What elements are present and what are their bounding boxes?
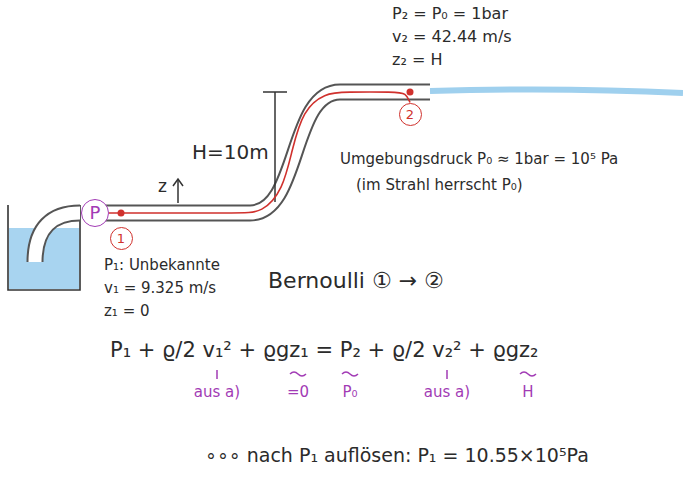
pump-symbol: P <box>81 199 109 227</box>
annotation-ticks <box>217 370 536 379</box>
node-text: 1 <box>117 232 125 245</box>
point-dot <box>407 89 414 96</box>
annotation: aus a) <box>194 383 240 401</box>
annotation: H <box>522 383 533 401</box>
point-marker: 1 <box>110 227 133 250</box>
water-jet <box>430 89 683 93</box>
dimension-label: H=10m <box>192 140 269 164</box>
equation: P₁ + ϱ/2 v₁² + ϱgz₁ = P₂ + ϱ/2 v₂² + ϱgz… <box>110 338 539 363</box>
result: ∘∘∘ nach P₁ auflösen: P₁ = 10.55×10⁵Pa <box>205 444 589 467</box>
ambient-note: (im Strahl herrscht P₀) <box>356 176 523 194</box>
annotation-tick <box>290 372 306 376</box>
annotation-tick <box>446 370 448 379</box>
pipe-bore <box>35 213 80 262</box>
axis-label: z <box>158 176 167 196</box>
velocity-note: v₁ = 9.325 m/s <box>104 279 216 297</box>
pressure-note: P₁: Unbekannte <box>104 256 220 274</box>
annotation-tick <box>520 372 536 376</box>
point-marker: 2 <box>399 103 422 126</box>
node-text: P <box>90 204 101 222</box>
dimension-line <box>274 92 276 202</box>
tank <box>8 205 80 290</box>
point-dot <box>118 210 125 217</box>
node-text: 2 <box>406 108 414 121</box>
annotation-tick <box>342 372 358 376</box>
axis-arrow <box>177 180 179 203</box>
annotation: =0 <box>287 383 309 401</box>
annotation: aus a) <box>424 383 470 401</box>
annotation: P₀ <box>342 383 357 401</box>
height-note: z₁ = 0 <box>104 302 150 320</box>
dimension-tick <box>263 91 287 93</box>
pipe-wall <box>35 213 80 262</box>
arrow-head <box>173 179 183 186</box>
pressure-note: P₂ = P₀ = 1bar <box>392 4 508 23</box>
heading: Bernoulli ① → ② <box>268 268 444 294</box>
velocity-note: v₂ = 42.44 m/s <box>392 27 512 46</box>
ambient-note: Umgebungsdruck P₀ ≈ 1bar = 10⁵ Pa <box>340 150 618 168</box>
height-note: z₂ = H <box>392 50 442 69</box>
annotation-tick <box>216 370 218 379</box>
